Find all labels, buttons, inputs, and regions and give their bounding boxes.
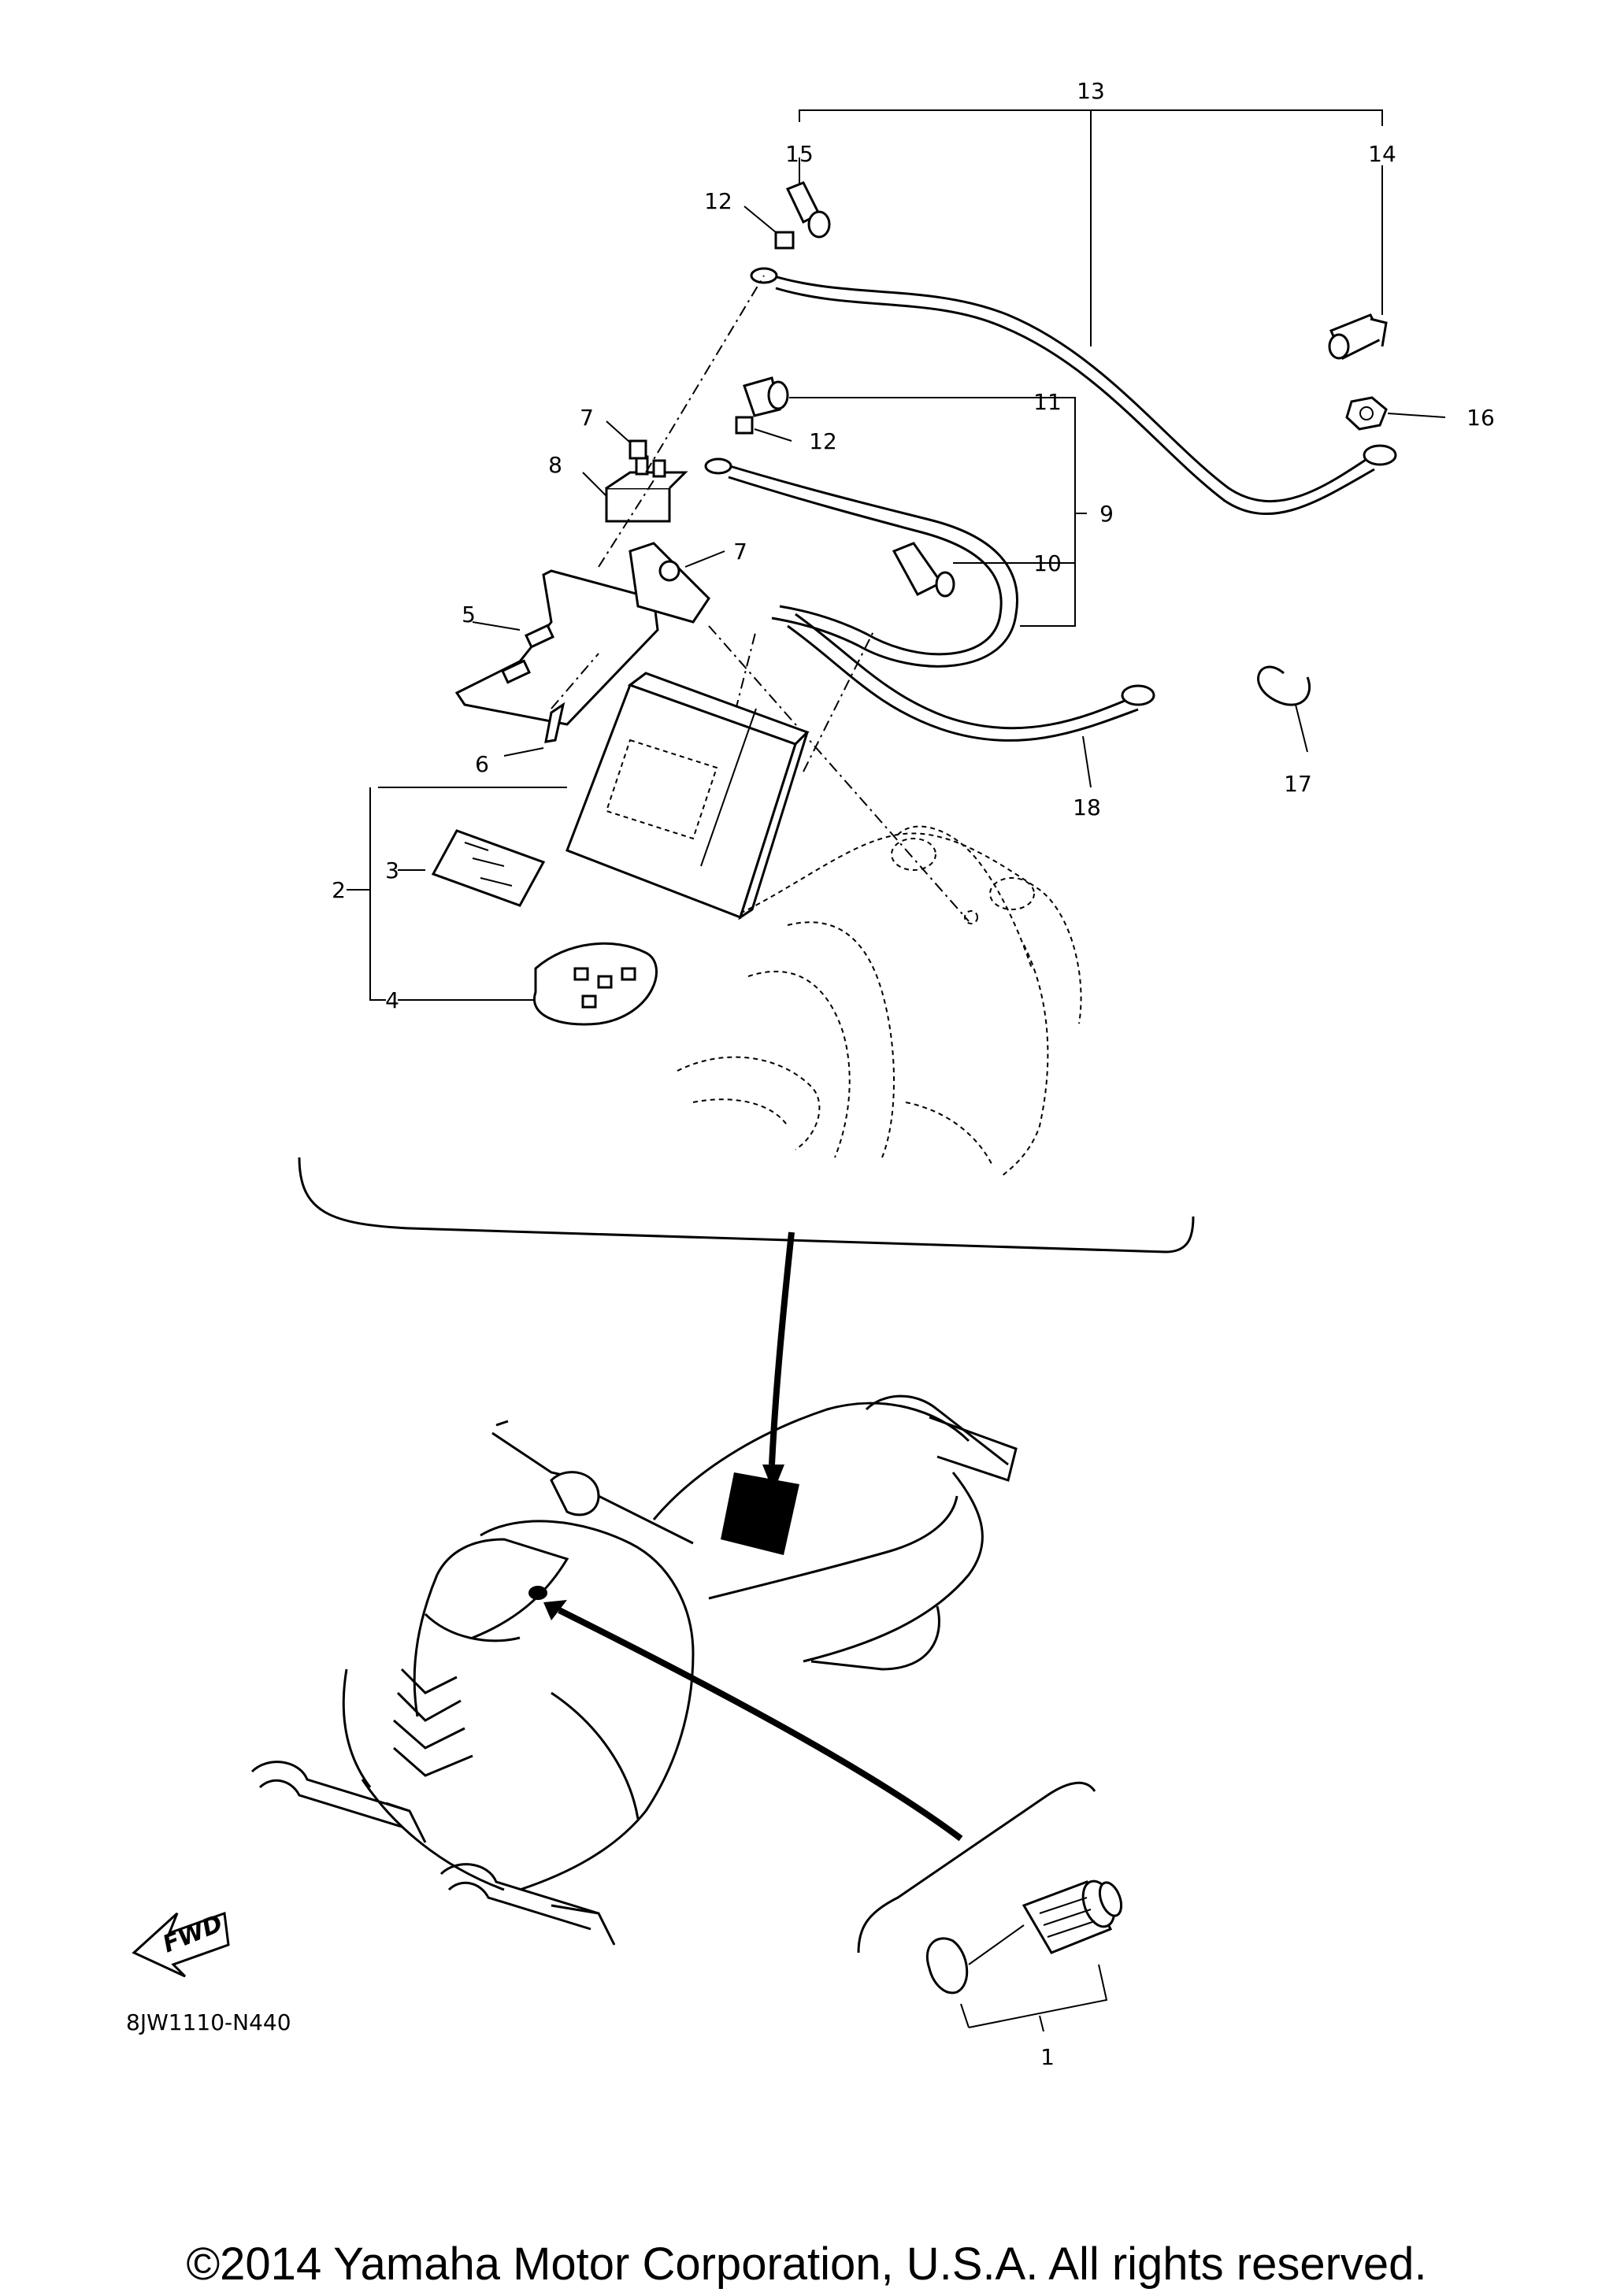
callout-4: 4 [385,987,399,1013]
cable-13 [750,267,1397,515]
chassis-context [677,825,1082,1178]
callout-12-mid: 12 [809,428,837,454]
part-12-nut-top [774,231,795,250]
pointer-arrow-battery [769,1231,795,1465]
callout-7-mid: 7 [733,539,747,565]
callout-14: 14 [1368,141,1396,167]
part-16-nut [1345,396,1446,431]
arrowhead-socket [543,1600,567,1620]
cable-9 [704,457,1018,668]
part-2-battery [565,672,810,920]
part-3-label [431,829,546,907]
callout-1: 1 [1040,2044,1055,2070]
part-7-bolt-top [606,420,647,460]
inset-frame-socket [857,1781,1096,1953]
callout-2: 2 [332,877,346,903]
callout-16: 16 [1467,405,1495,431]
leader-12-top [743,206,777,233]
forward-arrow-icon [132,1911,230,1978]
bracket-13 [799,109,1383,346]
callout-13: 13 [1077,78,1105,104]
part-4-terminal-kit [533,942,658,1026]
callout-18: 18 [1073,794,1101,820]
cable-18 [787,613,1155,788]
battery-location-marker [721,1472,799,1555]
part-17-clamp [1257,665,1311,753]
part-7-plate [629,542,725,624]
part-11-cap [743,376,1028,417]
callout-17: 17 [1284,771,1312,797]
part-5-bracket [454,569,659,726]
diagram-code: 8JW1110-N440 [126,2009,291,2035]
callout-15: 15 [785,141,814,167]
callout-6: 6 [475,751,489,777]
part-14-cap [1328,165,1388,361]
leader-12-mid [754,428,792,442]
callout-11: 11 [1033,389,1062,415]
callout-8: 8 [548,452,562,478]
pointer-arrow-socket [558,1607,963,1842]
part-6-screw [503,702,565,757]
inset-frame-top [298,1157,1195,1254]
callout-5: 5 [462,602,476,628]
part-8-relay [582,455,688,523]
callout-9: 9 [1099,501,1114,527]
bracket-9 [1020,397,1087,627]
callout-12-top: 12 [704,188,732,214]
callout-3: 3 [385,857,399,883]
callout-7-top: 7 [580,405,594,431]
socket-location-marker [528,1586,547,1600]
part-15-cap [785,157,831,239]
copyright-notice: ©2014 Yamaha Motor Corporation, U.S.A. A… [186,2239,1426,2290]
bracket-2 [347,787,567,1001]
snowmobile-illustration [250,1394,1018,1946]
arrowhead-battery [762,1465,784,1492]
part-12-nut-mid [735,416,754,435]
part-10-cap [892,542,1075,598]
callout-10: 10 [1033,550,1062,576]
part-1-socket [925,1879,1123,2032]
